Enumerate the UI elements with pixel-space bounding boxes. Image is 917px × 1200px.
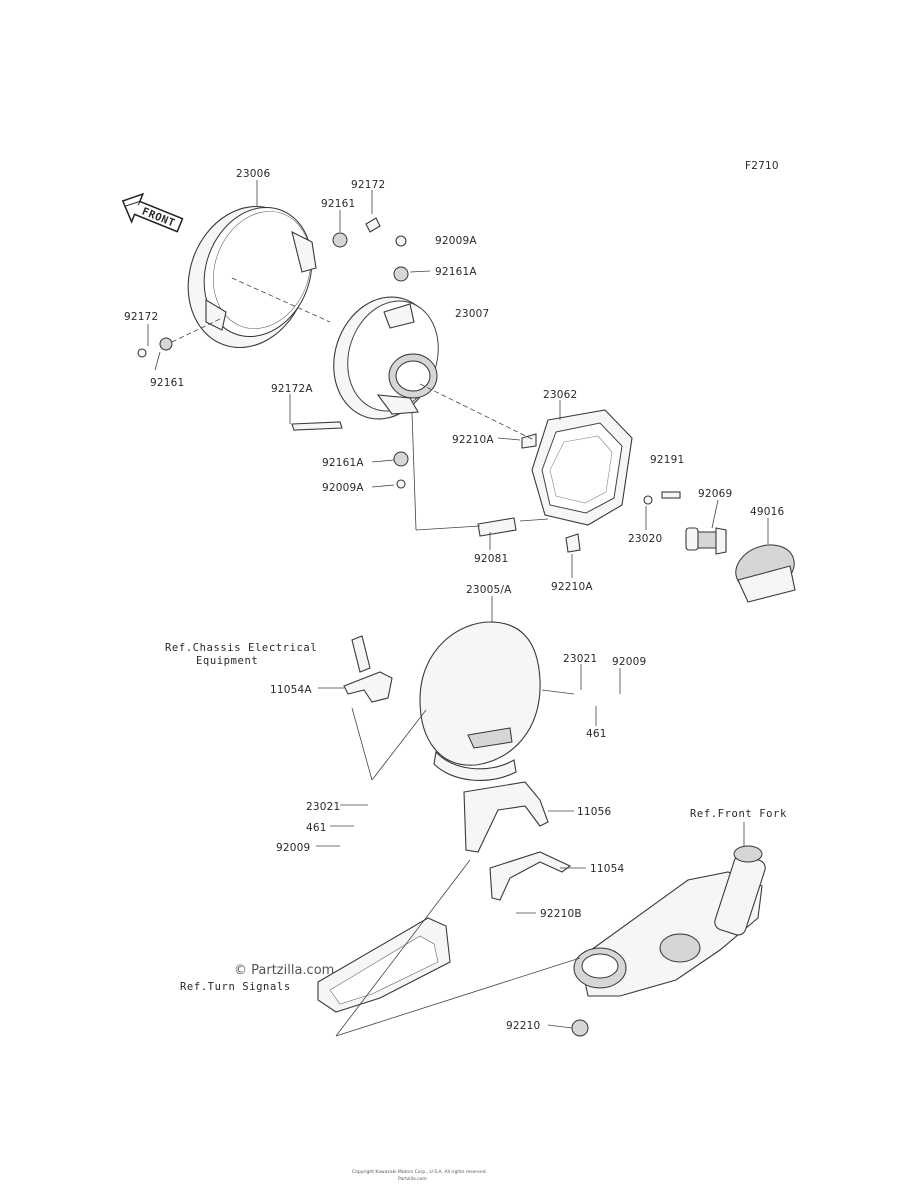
label-92069: 92069	[698, 488, 732, 500]
label-461-left: 461	[306, 822, 327, 834]
footer-site: Partzilla.com	[398, 1176, 427, 1182]
ref-chassis-electrical: Ref.Chassis Electrical	[165, 642, 317, 654]
label-92161A-b: 92161A	[322, 457, 364, 469]
label-92009-left: 92009	[276, 842, 310, 854]
leader-lines	[147, 180, 769, 1037]
label-11056: 11056	[577, 806, 612, 818]
ref-turn-signals: Ref.Turn Signals	[180, 981, 291, 993]
footer-copyright: Copyright Kawasaki Motors Corp., U.S.A. …	[352, 1169, 487, 1175]
label-23005A: 23005/A	[466, 584, 512, 596]
label-92009A-top: 92009A	[435, 235, 477, 247]
label-92009-right: 92009	[612, 656, 646, 668]
label-92172: 92172	[351, 179, 385, 191]
headlight-body	[333, 296, 439, 420]
label-49016: 49016	[750, 506, 785, 518]
ref-front-fork: Ref.Front Fork	[690, 808, 787, 820]
brackets	[343, 635, 572, 901]
label-92161-left: 92161	[150, 377, 184, 389]
label-23007: 23007	[455, 308, 489, 320]
headlight-bulb	[685, 527, 727, 555]
label-23021-right: 23021	[563, 653, 597, 665]
label-92210: 92210	[506, 1020, 540, 1032]
label-92161: 92161	[321, 198, 355, 210]
label-461-right: 461	[586, 728, 607, 740]
label-92210A-b: 92210A	[551, 581, 593, 593]
label-23006: 23006	[236, 168, 271, 180]
label-92191: 92191	[650, 454, 684, 466]
mounting-frame	[531, 409, 633, 526]
hardware	[137, 217, 681, 553]
label-92161A-top: 92161A	[435, 266, 477, 278]
fork-bracket	[571, 845, 766, 1037]
label-23020: 23020	[628, 533, 662, 545]
label-11054: 11054	[590, 863, 625, 875]
label-23021-left: 23021	[306, 801, 340, 813]
ref-chassis-equipment: Equipment	[196, 655, 258, 667]
label-92009A-b: 92009A	[322, 482, 364, 494]
label-92172A: 92172A	[271, 383, 313, 395]
label-11054A: 11054A	[270, 684, 312, 696]
label-92210B: 92210B	[540, 908, 582, 920]
label-92081: 92081	[474, 553, 508, 565]
label-92210A-a: 92210A	[452, 434, 494, 446]
headlight-shell	[419, 621, 541, 781]
bulb-cover	[735, 544, 796, 603]
label-92172-left: 92172	[124, 311, 158, 323]
headlight-rim	[187, 205, 317, 349]
watermark: © Partzilla.com	[234, 963, 334, 978]
front-arrow-icon: FRONT	[121, 192, 184, 233]
label-23062: 23062	[543, 389, 577, 401]
diagram-code: F2710	[745, 160, 779, 172]
turn-signal-stay	[317, 917, 451, 1013]
